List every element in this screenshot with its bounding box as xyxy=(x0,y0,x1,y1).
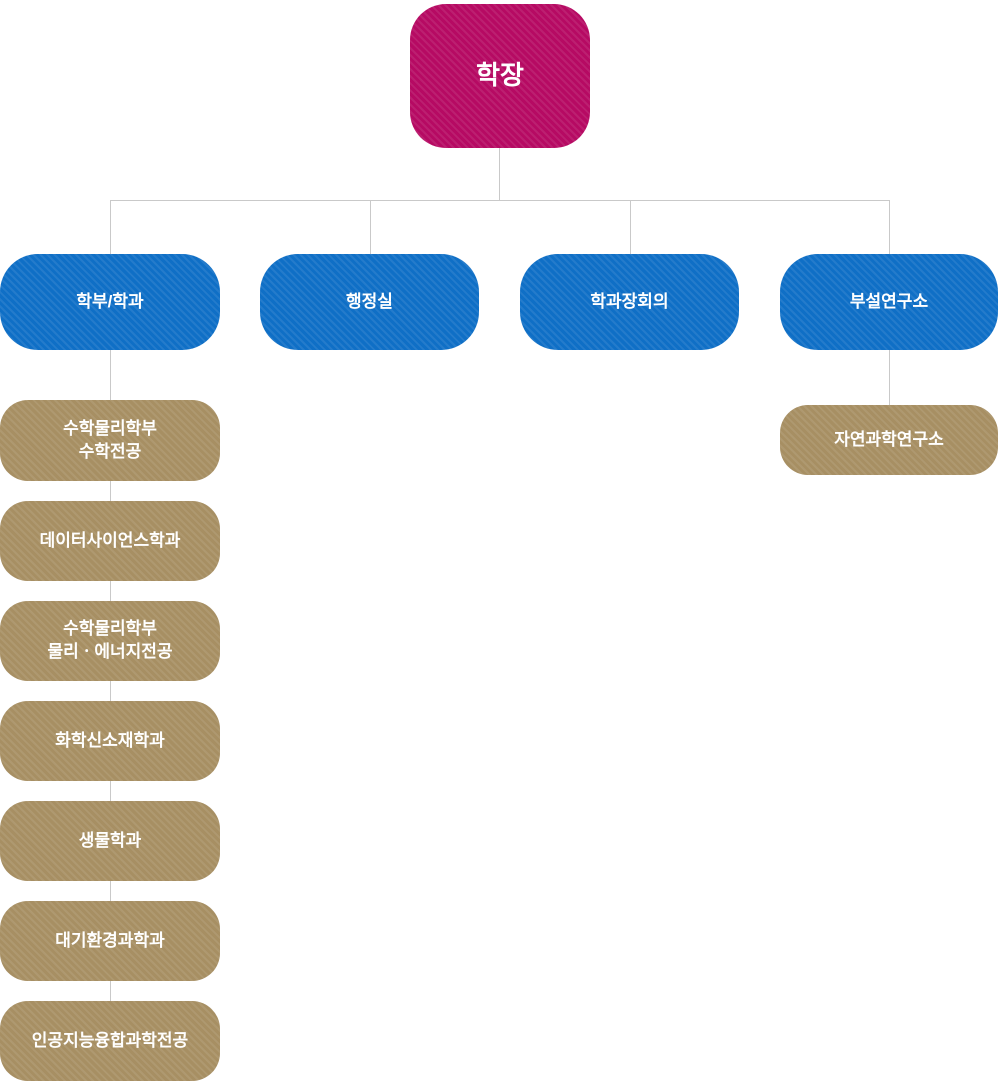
node-affiliated-institutes: 부설연구소 xyxy=(780,254,998,350)
connector-institute-stem xyxy=(889,350,890,405)
node-dean-label: 학장 xyxy=(476,60,524,91)
node-admin-office-label: 행정실 xyxy=(346,291,393,311)
node-atmospheric-science-label: 대기환경과학과 xyxy=(55,930,165,950)
node-natural-science-institute-label: 자연과학연구소 xyxy=(834,429,944,449)
node-biology-label: 생물학과 xyxy=(78,830,142,850)
node-admin-office: 행정실 xyxy=(260,254,479,350)
node-data-science: 데이터사이언스학과 xyxy=(0,501,220,581)
connector-branch-rail xyxy=(110,200,890,201)
node-dept-heads-council: 학과장회의 xyxy=(520,254,739,350)
node-physics-energy-major-label: 수학물리학부 물리ㆍ에너지전공 xyxy=(47,619,173,661)
connector-branch-stub-1 xyxy=(110,200,111,254)
connector-branch-stub-4 xyxy=(889,200,890,254)
node-math-major: 수학물리학부 수학전공 xyxy=(0,400,220,481)
node-faculty-departments-label: 학부/학과 xyxy=(76,291,144,311)
node-math-major-label: 수학물리학부 수학전공 xyxy=(63,418,157,461)
node-ai-convergence: 인공지능융합과학전공 xyxy=(0,1001,220,1081)
node-chemistry-materials-label: 화학신소재학과 xyxy=(55,730,165,750)
connector-branch-stub-3 xyxy=(630,200,631,254)
node-atmospheric-science: 대기환경과학과 xyxy=(0,901,220,981)
node-ai-convergence-label: 인공지능융합과학전공 xyxy=(31,1030,189,1050)
node-chemistry-materials: 화학신소재학과 xyxy=(0,701,220,781)
connector-dean-stem xyxy=(499,148,500,200)
node-natural-science-institute: 자연과학연구소 xyxy=(780,405,998,475)
node-data-science-label: 데이터사이언스학과 xyxy=(39,530,181,550)
node-faculty-departments: 학부/학과 xyxy=(0,254,220,350)
connector-branch-stub-2 xyxy=(370,200,371,254)
node-biology: 생물학과 xyxy=(0,801,220,881)
node-affiliated-institutes-label: 부설연구소 xyxy=(849,291,929,311)
node-dean: 학장 xyxy=(410,4,590,148)
node-dept-heads-council-label: 학과장회의 xyxy=(590,291,669,311)
node-physics-energy-major: 수학물리학부 물리ㆍ에너지전공 xyxy=(0,601,220,681)
